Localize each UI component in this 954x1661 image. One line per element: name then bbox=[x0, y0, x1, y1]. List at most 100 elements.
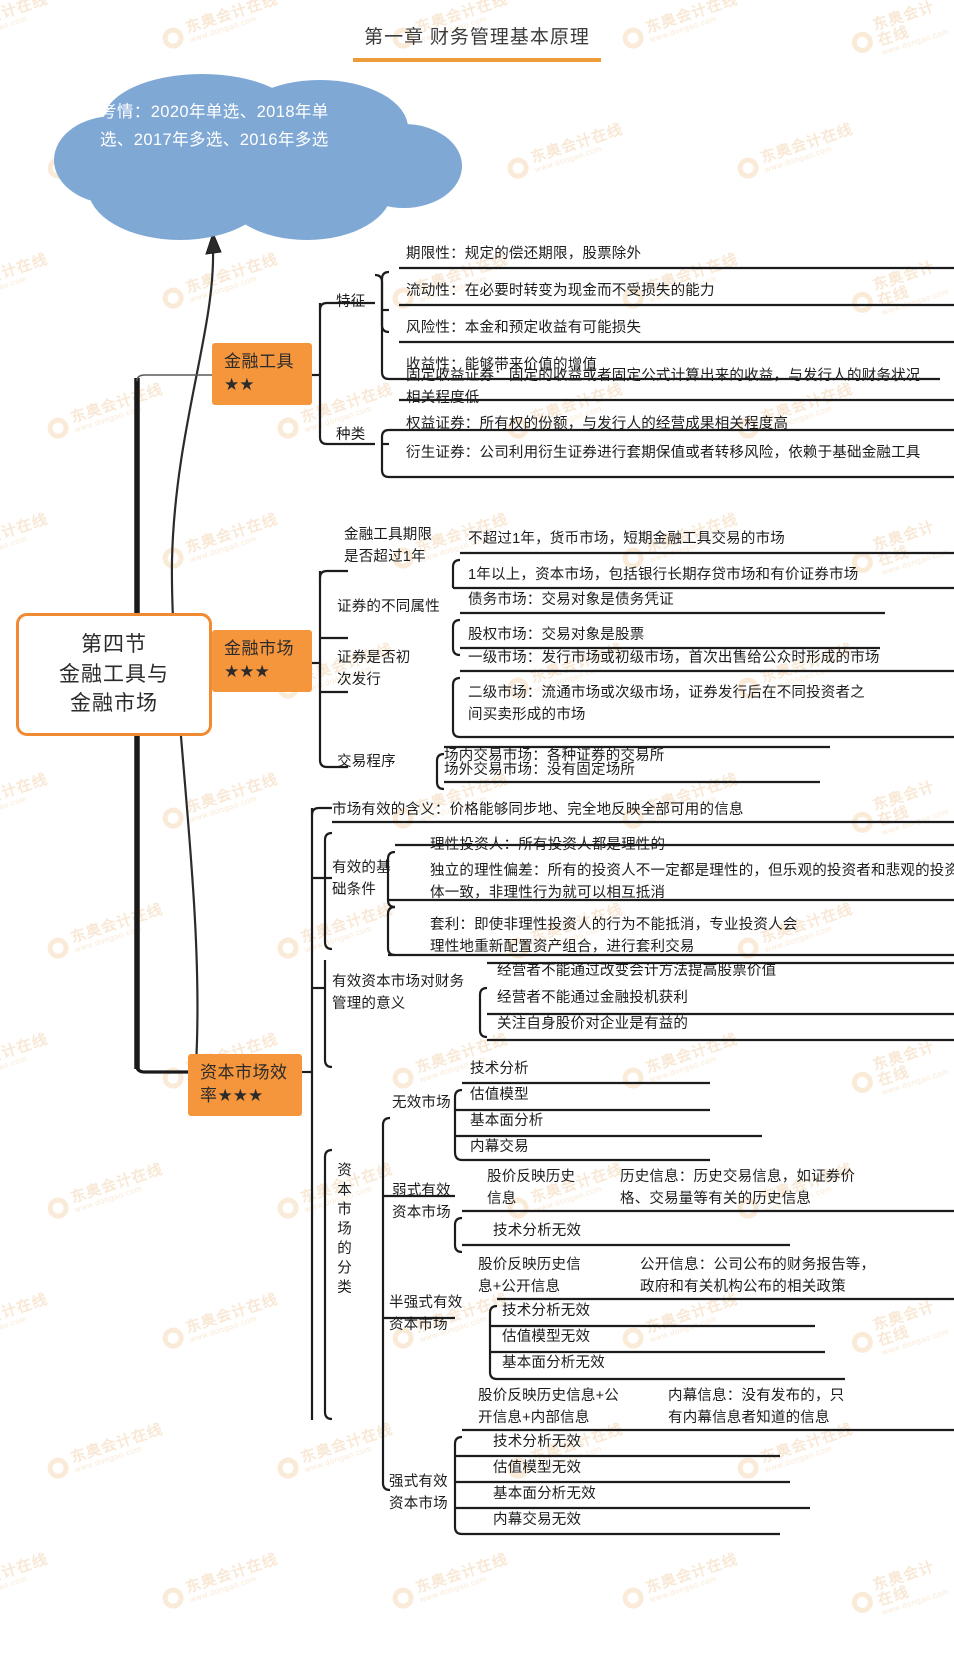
group-label-efficiency-significance-l1: 有效资本市场对财务 bbox=[332, 974, 465, 990]
group-label-tools-features: 特征 bbox=[336, 294, 366, 310]
leaf-market-maturity-2: 1年以上，资本市场，包括银行长期存贷市场和有价证券市场 bbox=[468, 567, 859, 583]
watermark-ring-icon bbox=[619, 1064, 647, 1091]
info-semi-strong-public: 公开信息：公司公布的财务报告等， 政府和有关机构公布的相关政策 bbox=[640, 1255, 875, 1299]
info-strong-form-insider: 内幕信息：没有发布的，只 有内幕信息者知道的信息 bbox=[668, 1386, 844, 1430]
watermark-ring-icon bbox=[849, 1329, 876, 1356]
leaf-efficiency-condition-3: 套利：即使非理性投资人的行为不能抵消，专业投资人会理性地重新配置资产组合，进行套… bbox=[430, 917, 798, 955]
watermark-ring-icon bbox=[159, 544, 187, 571]
branch-label-financial-market: 金融市场 bbox=[224, 639, 294, 659]
watermark-ring-icon bbox=[159, 804, 187, 831]
subgroup-label-inefficient-market: 无效市场 bbox=[392, 1095, 451, 1111]
watermark-ring-icon bbox=[274, 934, 302, 961]
watermark-ring-icon bbox=[159, 1324, 187, 1351]
leaf-tools-type-3: 衍生证券：公司利用衍生证券进行套期保值或者转移风险，依赖于基础金融工具 bbox=[406, 445, 921, 461]
group-label-market-maturity-l2: 是否超过1年 bbox=[344, 548, 426, 565]
leaf-market-attribute-1: 债务市场：交易对象是债务凭证 bbox=[468, 592, 674, 608]
info-weak-form-historical: 历史信息：历史交易信息，如证券价 格、交易量等有关的历史信息 bbox=[620, 1167, 855, 1211]
info-semi-strong-l1: 公开信息：公司公布的财务报告等， bbox=[640, 1257, 876, 1273]
branch-stars-financial-market: ★★★ bbox=[224, 662, 270, 681]
subgroup-label-weak-form-l2: 资本市场 bbox=[392, 1204, 451, 1221]
group-label-efficiency-conditions-l1: 有效的基 bbox=[332, 860, 391, 876]
leaf-tools-type-1: 固定收益证券：固定的收益或者固定公式计算出来的收益，与发行人的财务状况相关程度低 bbox=[406, 368, 921, 406]
leaf-efficiency-condition-2: 独立的理性偏差：所有的投资人不一定都是理性的，但乐观的投资者和悲观的投资者人数大… bbox=[430, 863, 954, 901]
subgroup-label-weak-form: 弱式有效 资本市场 bbox=[392, 1181, 451, 1225]
leaf-tools-feature-1: 期限性：规定的偿还期限，股票除外 bbox=[406, 246, 642, 262]
watermark-ring-icon bbox=[504, 154, 532, 181]
leaf-market-efficiency-meaning: 市场有效的含义：价格能够同步地、完全地反映全部可用的信息 bbox=[332, 802, 744, 818]
subgroup-label-strong-form-l1: 强式有效 bbox=[389, 1474, 448, 1490]
group-label-market-issue: 证券是否初 次发行 bbox=[337, 648, 411, 692]
watermark-ring-icon bbox=[274, 1194, 302, 1221]
leaf-strong-form-headline-l1: 股价反映历史信息+公 bbox=[478, 1388, 619, 1404]
watermark-ring-icon bbox=[849, 289, 876, 316]
leaf-semi-strong-headline-l1: 股价反映历史信 bbox=[478, 1257, 581, 1273]
branch-label-capital-efficiency-l2: 率★★★ bbox=[200, 1086, 264, 1105]
leaf-market-issue-1: 一级市场：发行市场或初级市场，首次出售给公众时形成的市场 bbox=[468, 650, 880, 666]
leaf-strong-form-4: 内幕交易无效 bbox=[493, 1512, 582, 1528]
watermark-ring-icon bbox=[389, 1064, 417, 1091]
subgroup-label-semi-strong-l1: 半强式有效 bbox=[389, 1295, 463, 1311]
leaf-efficiency-significance-2: 经营者不能通过金融投机获利 bbox=[497, 990, 689, 1006]
branch-node-capital-market-efficiency[interactable]: 资本市场效 率★★★ bbox=[188, 1054, 302, 1116]
leaf-tools-type-2: 权益证券：所有权的份额，与发行人的经营成果相关程度高 bbox=[406, 416, 789, 432]
leaf-market-issue-2: 二级市场：流通市场或次级市场，证券发行后在不同投资者之间买卖形成的市场 bbox=[468, 685, 865, 723]
branch-label-financial-tools: 金融工具 bbox=[224, 352, 294, 372]
watermark-ring-icon bbox=[159, 1064, 187, 1091]
branch-node-financial-tools[interactable]: 金融工具 ★★ bbox=[212, 343, 312, 405]
title-underline-rule bbox=[353, 58, 601, 62]
page-title: 第一章 财务管理基本原理 bbox=[364, 27, 590, 48]
leaf-weak-form-1: 技术分析无效 bbox=[493, 1223, 582, 1239]
watermark-ring-icon bbox=[389, 1584, 417, 1611]
leaf-efficiency-significance-1: 经营者不能通过改变会计方法提高股票价值 bbox=[497, 963, 777, 979]
leaf-strong-form-3: 基本面分析无效 bbox=[493, 1486, 596, 1502]
leaf-efficiency-condition-1: 理性投资人：所有投资人都是理性的 bbox=[430, 837, 666, 853]
leaf-weak-form-headline: 股价反映历史 信息 bbox=[487, 1167, 575, 1211]
leaf-semi-strong-1: 技术分析无效 bbox=[502, 1303, 591, 1319]
leaf-market-maturity-1: 不超过1年，货币市场，短期金融工具交易的市场 bbox=[468, 531, 785, 547]
cloud-note-text: 考情：2020年单选、2018年单选、2017年多选、2016年多选 bbox=[100, 103, 329, 150]
group-label-market-classification: 资本市场的分类 bbox=[335, 1162, 351, 1299]
leaf-strong-form-2: 估值模型无效 bbox=[493, 1460, 582, 1476]
watermark-ring-icon bbox=[159, 1584, 187, 1611]
info-semi-strong-l2: 政府和有关机构公布的相关政策 bbox=[640, 1278, 846, 1295]
root-node-line-1: 第四节 bbox=[81, 632, 147, 656]
branch-stars-financial-tools: ★★ bbox=[224, 375, 255, 394]
group-label-market-issue-l2: 次发行 bbox=[337, 671, 382, 688]
leaf-semi-strong-headline: 股价反映历史信 息+公开信息 bbox=[478, 1255, 581, 1299]
group-label-market-attribute: 证券的不同属性 bbox=[337, 599, 440, 615]
leaf-inefficient-1: 技术分析 bbox=[470, 1061, 529, 1077]
page-header: 第一章 财务管理基本原理 bbox=[0, 22, 954, 62]
leaf-weak-form-headline-l2: 信息 bbox=[487, 1190, 517, 1207]
watermark-ring-icon bbox=[619, 1324, 647, 1351]
subgroup-label-semi-strong: 半强式有效 资本市场 bbox=[389, 1293, 463, 1337]
leaf-strong-form-headline-l2: 开信息+内部信息 bbox=[478, 1409, 590, 1426]
leaf-tools-feature-3: 风险性：本金和预定收益有可能损失 bbox=[406, 320, 642, 336]
leaf-semi-strong-3: 基本面分析无效 bbox=[502, 1355, 605, 1371]
watermark-ring-icon bbox=[44, 414, 72, 441]
branch-node-financial-market[interactable]: 金融市场 ★★★ bbox=[212, 630, 312, 692]
info-weak-form-l2: 格、交易量等有关的历史信息 bbox=[620, 1190, 812, 1207]
subgroup-label-semi-strong-l2: 资本市场 bbox=[389, 1316, 448, 1333]
group-label-efficiency-conditions-l2: 础条件 bbox=[332, 881, 377, 898]
branch-label-capital-efficiency-l1: 资本市场效 bbox=[200, 1063, 288, 1083]
leaf-inefficient-3: 基本面分析 bbox=[470, 1113, 544, 1129]
root-node[interactable]: 第四节 金融工具与 金融市场 bbox=[16, 613, 212, 736]
